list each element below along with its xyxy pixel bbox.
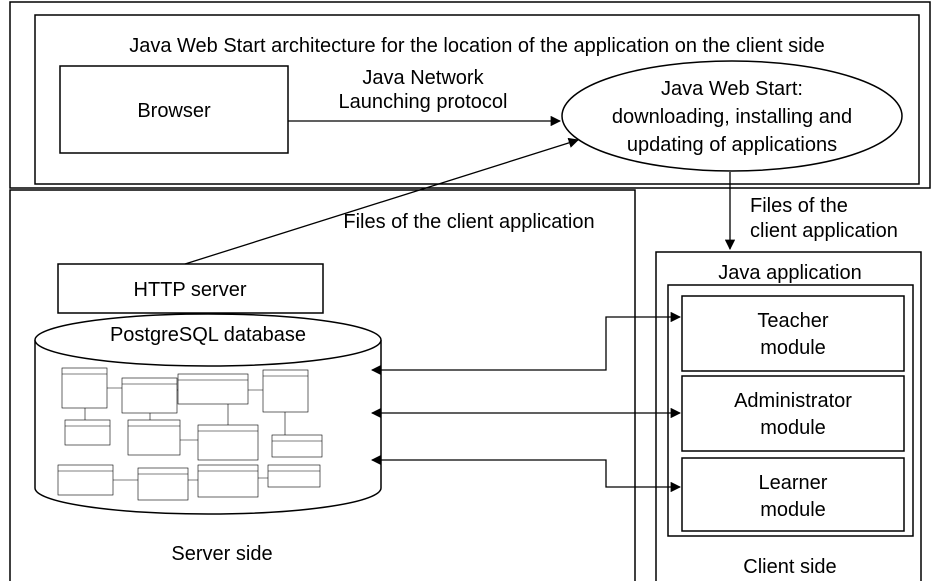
teacher-module-label-line1: Teacher xyxy=(757,310,828,332)
administrator-module-label-line2: module xyxy=(760,417,826,439)
http-server-box xyxy=(57,263,324,314)
jws-label-line3: updating of applications xyxy=(627,134,837,156)
browser-label: Browser xyxy=(137,100,211,122)
files-to-jws-arrow xyxy=(184,137,579,265)
client-side-label: Client side xyxy=(743,556,836,578)
teacher-module-label-line2: module xyxy=(760,337,826,359)
database-label: PostgreSQL database xyxy=(110,324,306,346)
java-application-label: Java application xyxy=(718,262,861,284)
learner-module-label-line1: Learner xyxy=(759,472,828,494)
jnlp-label-line1: Java Network xyxy=(362,67,484,89)
jws-label-line2: downloading, installing and xyxy=(612,106,852,128)
administrator-module-label-line1: Administrator xyxy=(734,390,852,412)
database-schema-thumbnail xyxy=(57,367,323,501)
jnlp-label-line2: Launching protocol xyxy=(338,91,507,113)
learner-module-label-line2: module xyxy=(760,499,826,521)
administrator-module-box xyxy=(681,375,905,452)
http-server-label: HTTP server xyxy=(134,279,247,301)
files-to-client-label-line1: Files of the xyxy=(750,195,848,217)
teacher-db-arrow xyxy=(370,311,682,376)
browser-box xyxy=(59,65,289,154)
java-web-start-ellipse xyxy=(561,60,903,172)
jws-label-line1: Java Web Start: xyxy=(661,78,803,100)
learner-db-arrow xyxy=(370,454,682,493)
files-to-jws-label: Files of the client application xyxy=(343,211,594,233)
teacher-module-box xyxy=(681,295,905,372)
files-to-client-label-line2: client application xyxy=(750,220,898,242)
server-side-label: Server side xyxy=(171,543,272,565)
top-panel-title: Java Web Start architecture for the loca… xyxy=(129,35,825,57)
learner-module-box xyxy=(681,457,905,532)
connection-arrows xyxy=(184,115,736,493)
